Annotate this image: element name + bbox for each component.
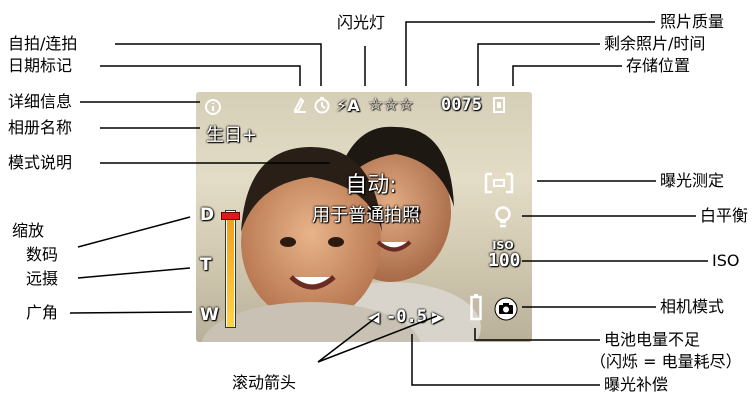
lcd-screen: ⚡A ☆☆☆ 0075 生日+ 自动: 用于普通拍照 ISO 100 D T xyxy=(196,92,532,342)
label-white-balance: 白平衡 xyxy=(700,206,749,225)
label-zoom-wide: 广角 xyxy=(26,303,59,322)
flash-auto-icon: ⚡A xyxy=(336,96,360,115)
label-info: 详细信息 xyxy=(8,92,73,111)
quality-stars: ☆☆☆ xyxy=(368,95,414,115)
white-balance-icon xyxy=(494,205,512,232)
label-pictures-time-remaining: 剩余照片/时间 xyxy=(604,34,706,53)
exposure-comp-value: -0.5 xyxy=(386,307,427,327)
zoom-bar xyxy=(225,210,236,328)
mode-description: 用于普通拍照 xyxy=(312,205,420,226)
label-exposure-compensation: 曝光补偿 xyxy=(604,375,669,394)
label-iso: ISO xyxy=(712,251,740,270)
battery-icon xyxy=(470,293,482,324)
zoom-mark-tele: T xyxy=(200,255,212,275)
scroll-right-arrow: ▶ xyxy=(432,308,444,326)
label-picture-quality: 照片质量 xyxy=(660,12,725,31)
label-low-battery-note: （闪烁 = 电量耗尽） xyxy=(590,352,742,371)
zoom-bar-fill xyxy=(227,220,234,327)
info-icon xyxy=(204,98,222,119)
self-timer-icon xyxy=(313,96,331,117)
photo-background xyxy=(201,126,481,342)
date-stamp-icon xyxy=(292,96,308,117)
label-storage-location: 存储位置 xyxy=(626,56,691,75)
iso-label: ISO xyxy=(492,239,514,252)
label-camera-mode: 相机模式 xyxy=(660,297,725,316)
scroll-left-arrow: ◀ xyxy=(368,308,380,326)
camera-mode-icon xyxy=(492,297,520,324)
pictures-remaining: 0075 xyxy=(441,95,482,115)
iso-value: 100 xyxy=(488,250,521,271)
label-date-stamp: 日期标记 xyxy=(8,56,73,75)
label-exposure-metering: 曝光测定 xyxy=(660,171,725,190)
label-self-timer-burst: 自拍/连拍 xyxy=(8,34,78,53)
label-zoom-digital: 数码 xyxy=(26,245,59,264)
label-flash: 闪光灯 xyxy=(337,13,386,32)
album-name: 生日+ xyxy=(206,125,258,146)
label-scroll-arrows: 滚动箭头 xyxy=(232,373,297,392)
zoom-mark-digital: D xyxy=(200,205,215,225)
label-zoom: 缩放 xyxy=(12,221,45,240)
label-zoom-tele: 远摄 xyxy=(26,269,59,288)
zoom-digital-marker xyxy=(221,212,240,220)
zoom-mark-wide: W xyxy=(200,305,219,325)
mode-title: 自动: xyxy=(345,173,397,198)
storage-location-icon xyxy=(492,96,506,117)
label-low-battery: 电池电量不足 xyxy=(604,330,701,349)
label-mode-description: 模式说明 xyxy=(8,153,73,172)
exposure-metering-icon xyxy=(484,172,514,197)
label-album-name: 相册名称 xyxy=(8,118,73,137)
